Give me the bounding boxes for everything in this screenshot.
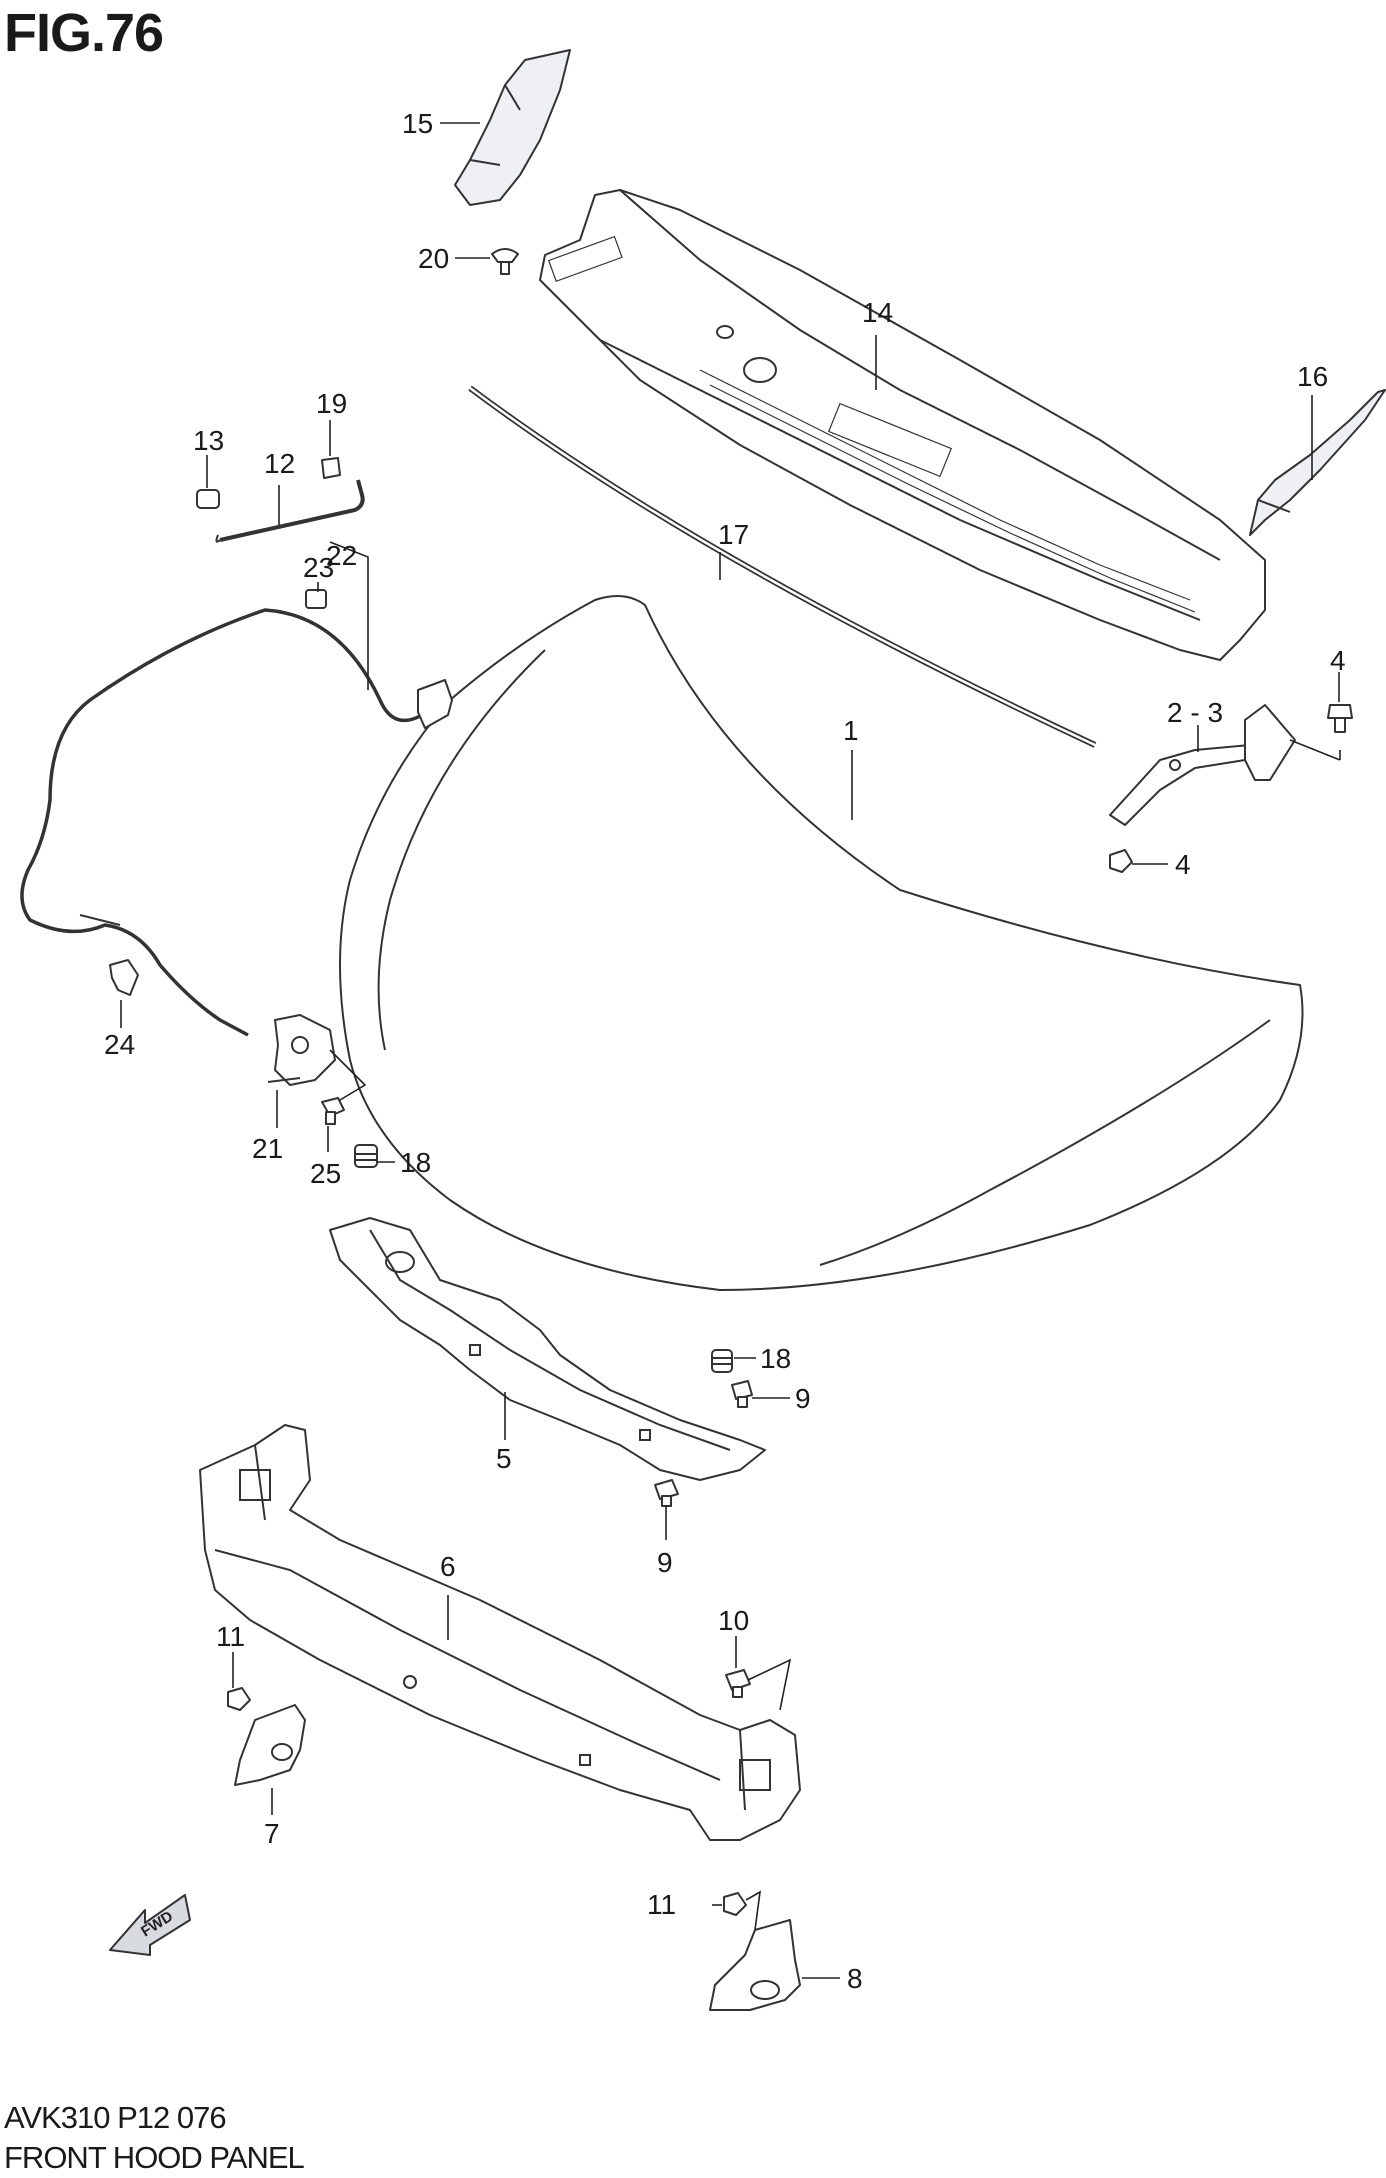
callout-17: 17 [718,519,749,550]
fwd-arrow-icon: FWD [109,1894,191,1956]
figure-title: FIG.76 [4,3,164,63]
callout-7: 7 [264,1818,280,1849]
callout-15: 15 [402,108,433,139]
callout-18-lower: 18 [760,1343,791,1374]
callout-labels: 15 20 14 16 17 1 2 - 3 4 4 13 12 19 22 2… [104,108,1346,1994]
callout-2-3: 2 - 3 [1167,697,1223,728]
callout-22: 22 [326,540,357,571]
figure-description: FRONT HOOD PANEL [4,2140,305,2175]
callout-11-upper: 11 [216,1621,245,1652]
callout-11-lower: 11 [647,1889,676,1920]
callout-13: 13 [193,425,224,456]
callout-6: 6 [440,1551,456,1582]
part-11-nut-upper [227,1687,251,1711]
callout-14: 14 [862,297,893,328]
callout-9-upper: 9 [795,1383,811,1414]
callout-23: 23 [303,552,334,583]
part-14-cowl-top-panel [539,189,1266,661]
part-18-bumper-lower [711,1349,733,1373]
part-2-3-hood-hinge [1109,704,1296,826]
callout-20: 20 [418,243,449,274]
part-18-bumper-upper [354,1144,378,1168]
part-9-bolt-lower [654,1479,679,1507]
figure-code: AVK310 P12 076 [4,2100,227,2135]
callout-10: 10 [718,1605,749,1636]
part-20-clip [491,248,519,275]
callout-24: 24 [104,1029,135,1060]
callout-21: 21 [252,1133,283,1164]
part-4-nut-lower [1109,849,1133,873]
part-6-bumper-reinforcement [199,1424,801,1841]
part-7-bracket [234,1704,306,1786]
part-25-bolt [321,1097,345,1125]
callout-12: 12 [264,448,295,479]
callout-1: 1 [843,715,859,746]
callout-5: 5 [496,1443,512,1474]
part-16-cowl-side-cover-right [1249,389,1386,536]
callout-4-lower: 4 [1175,849,1191,880]
part-23-cable-clip [305,589,327,609]
part-10-bolt [725,1669,751,1698]
callout-9-lower: 9 [657,1547,673,1578]
part-24-cable-clamp [109,959,139,996]
part-12-hood-support-rod [215,479,365,543]
part-19-rod-holder [321,457,341,479]
callout-4-upper: 4 [1330,645,1346,676]
part-22-hood-release-cable [20,608,453,1037]
part-4-bolt-upper [1327,704,1353,733]
part-17-hood-seal [468,385,1097,748]
callout-8: 8 [847,1963,863,1994]
part-9-bolt-upper [731,1380,753,1408]
callout-18-upper: 18 [400,1147,431,1178]
part-8-bracket [709,1919,801,2011]
part-21-hood-lock [267,1014,336,1086]
callout-25: 25 [310,1158,341,1189]
callout-16: 16 [1297,361,1328,392]
part-1-hood-panel [339,595,1304,1291]
part-15-cowl-side-cover-left [454,49,571,206]
part-11-nut-lower [723,1892,747,1916]
part-5-upper-member [329,1217,766,1481]
part-13-grommet [196,489,220,509]
callout-19: 19 [316,388,347,419]
leader-lines [120,122,1341,1979]
